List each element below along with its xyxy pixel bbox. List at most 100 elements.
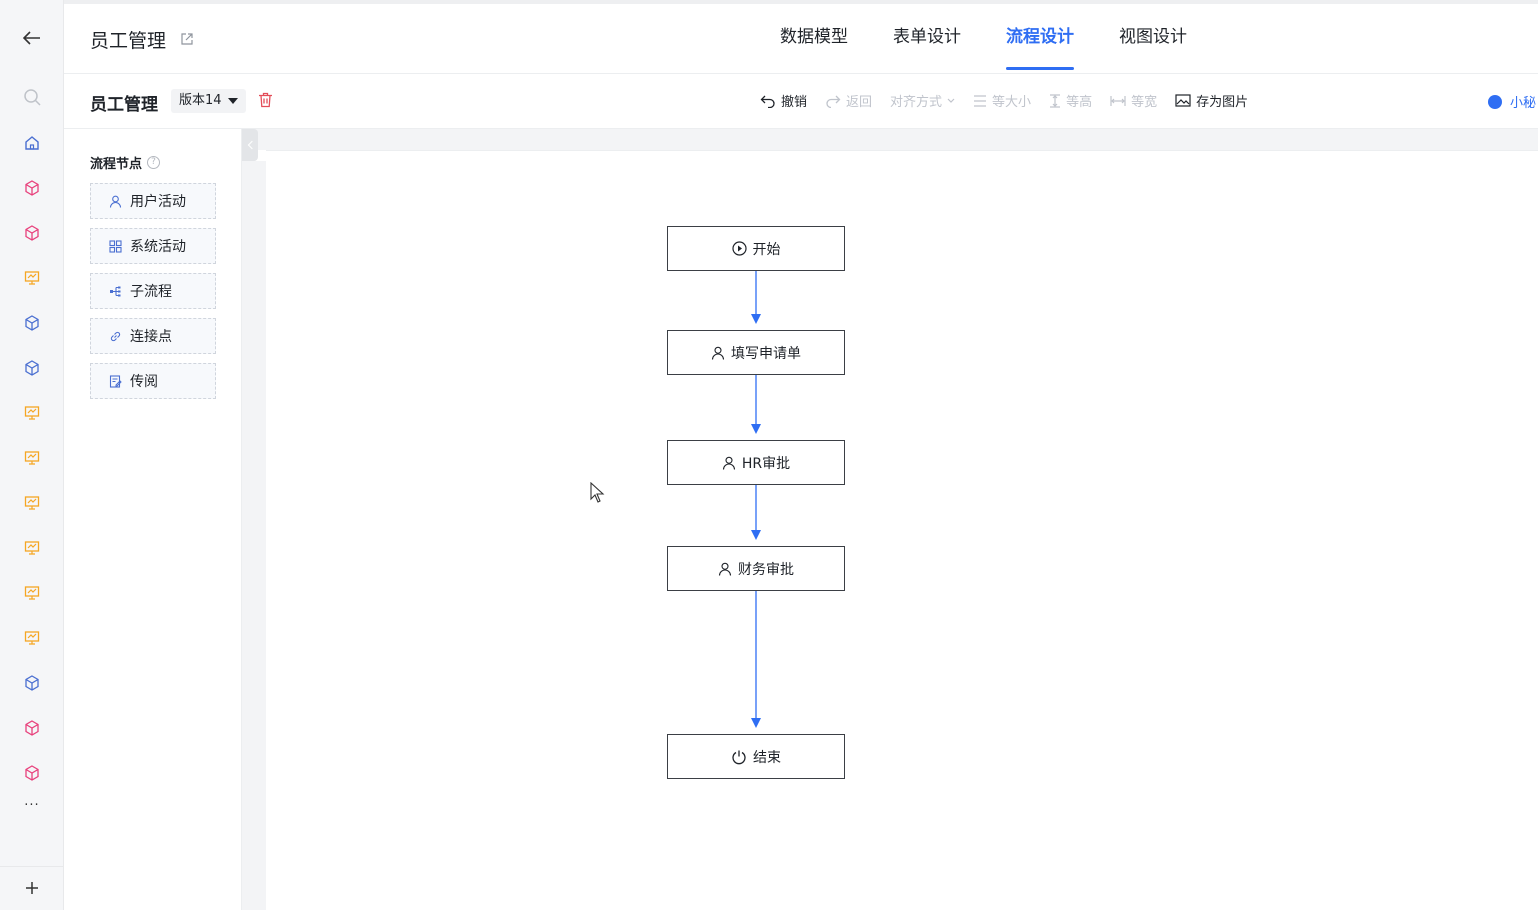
same-height-label: 等高 [1066,95,1093,110]
version-label: 版本14 [179,93,222,108]
same-size-icon [974,94,987,107]
flow-toolbar: 员工管理 版本14 撤销 返回 对齐方式 等大小 等高 等宽 [64,74,1538,129]
cube-icon[interactable] [0,750,64,795]
palette-node-label: 传阅 [130,374,158,390]
flow-node-label: HR审批 [741,455,791,472]
palette-node-label: 子流程 [130,284,172,300]
palette-node-user-activity[interactable]: 用户活动 [90,183,216,219]
same-size-label: 等大小 [992,95,1032,110]
link-icon [110,331,121,341]
mouse-cursor-icon [590,482,605,503]
flow-node-label: 开始 [752,241,781,258]
redo-label: 返回 [846,95,873,110]
app-icon-list [0,120,64,795]
help-icon[interactable]: ? [147,156,161,169]
align-label: 对齐方式 [890,95,943,110]
flow-name: 员工管理 [90,95,158,115]
undo-icon [760,95,775,108]
flow-node-end[interactable]: 结束 [667,734,845,779]
same-width-label: 等宽 [1131,95,1158,110]
presentation-icon[interactable] [0,435,64,480]
user-icon [718,562,732,576]
flow-node-label: 结束 [753,749,781,766]
power-icon [732,750,746,764]
palette-node-circulate[interactable]: 传阅 [90,363,216,399]
top-header: 员工管理 数据模型 表单设计 流程设计 视图设计 [64,0,1538,74]
save-image-button[interactable]: 存为图片 [1175,91,1248,110]
panel-divider [242,161,266,910]
cube-icon[interactable] [0,300,64,345]
redo-button[interactable]: 返回 [825,91,872,110]
user-icon [722,456,735,470]
version-select[interactable]: 版本14 [171,89,246,113]
grid-icon [109,239,122,253]
cube-icon[interactable] [0,345,64,390]
palette-node-label: 连接点 [130,329,172,345]
presentation-icon[interactable] [0,525,64,570]
palette-node-system-activity[interactable]: 系统活动 [90,228,216,264]
more-apps-button[interactable]: ··· [24,798,40,813]
app-title: 员工管理 [90,30,167,52]
flow-canvas[interactable] [266,150,1538,910]
cube-icon[interactable] [0,165,64,210]
save-image-label: 存为图片 [1196,95,1249,110]
flow-node-fill-application[interactable]: 填写申请单 [667,330,845,375]
same-height-icon [1050,93,1061,108]
tab-data-model[interactable]: 数据模型 [780,27,848,47]
redo-icon [826,95,841,108]
undo-label: 撤销 [781,95,808,110]
image-icon [1175,94,1191,107]
palette-node-label: 系统活动 [130,239,186,255]
plus-icon [26,881,38,894]
left-rail: ··· [0,0,64,910]
palette-node-connector[interactable]: 连接点 [90,318,216,354]
node-panel: 流程节点 ? 用户活动 系统活动 子流程 连接点 传阅 [64,129,242,910]
tab-form-design[interactable]: 表单设计 [893,27,961,47]
flow-node-label: 填写申请单 [731,345,801,362]
caret-down-icon [227,98,238,104]
user-avatar-button[interactable]: 小秘 [1488,92,1536,111]
add-app-button[interactable] [0,866,64,908]
palette-node-list: 用户活动 系统活动 子流程 连接点 传阅 [90,183,216,408]
search-icon[interactable] [21,86,43,108]
collapse-panel-button[interactable] [242,129,258,161]
align-dropdown[interactable]: 对齐方式 [890,91,955,110]
delete-version-button[interactable] [258,92,273,112]
design-tabs: 数据模型 表单设计 流程设计 视图设计 [780,4,1232,74]
panel-title: 流程节点 ? [90,153,161,172]
presentation-icon[interactable] [0,480,64,525]
toolbar-actions: 撤销 返回 对齐方式 等大小 等高 等宽 存为图片 [760,91,1248,110]
presentation-icon[interactable] [0,570,64,615]
chevron-down-icon [947,98,955,103]
home-icon[interactable] [0,120,64,165]
same-height-button[interactable]: 等高 [1049,91,1092,110]
same-size-button[interactable]: 等大小 [973,91,1031,110]
panel-title-text: 流程节点 [90,157,143,172]
same-width-icon [1110,95,1126,106]
flow-node-start[interactable]: 开始 [667,226,845,271]
undo-button[interactable]: 撤销 [760,91,807,110]
flow-node-finance-approval[interactable]: 财务审批 [667,546,845,591]
trash-icon [259,92,272,108]
same-width-button[interactable]: 等宽 [1110,91,1157,110]
user-icon [711,346,725,360]
cube-icon[interactable] [0,210,64,255]
palette-node-subprocess[interactable]: 子流程 [90,273,216,309]
subprocess-icon [110,286,121,296]
tab-view-design[interactable]: 视图设计 [1119,27,1187,47]
flow-node-label: 财务审批 [738,561,794,578]
presentation-icon[interactable] [0,390,64,435]
play-circle-icon [731,241,747,256]
tab-flow-design[interactable]: 流程设计 [1006,4,1074,74]
flow-node-hr-approval[interactable]: HR审批 [667,440,845,485]
presentation-icon[interactable] [0,615,64,660]
presentation-icon[interactable] [0,255,64,300]
palette-node-label: 用户活动 [130,194,186,210]
canvas-ruler [242,129,1538,150]
back-arrow-icon[interactable] [20,26,44,50]
cube-icon[interactable] [0,705,64,750]
external-link-icon[interactable] [180,31,194,45]
user-icon [109,195,122,208]
cube-icon[interactable] [0,660,64,705]
